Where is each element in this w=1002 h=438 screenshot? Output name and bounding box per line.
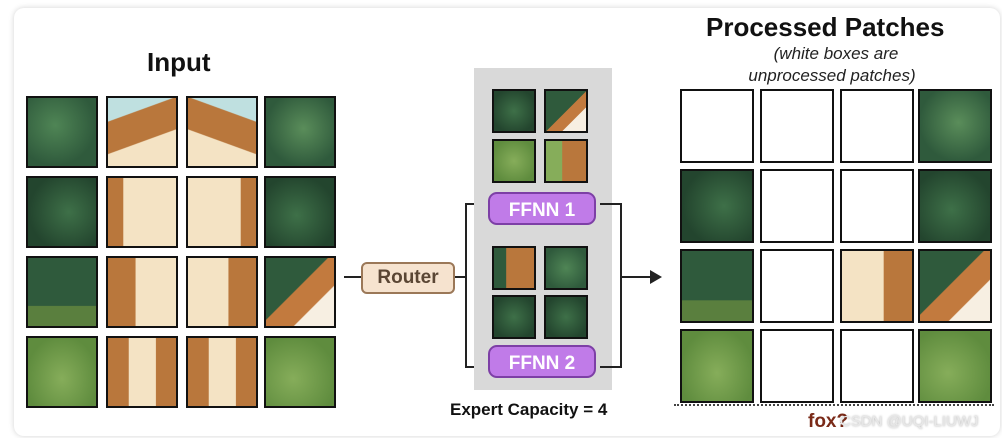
expert1-ffnn-box: FFNN 1 (488, 192, 596, 225)
output-patch-unprocessed (760, 169, 834, 243)
expert2-patch (492, 246, 536, 290)
input-patch (264, 176, 336, 248)
expert2-ffnn-box: FFNN 2 (488, 345, 596, 378)
dotted-underline (674, 404, 994, 406)
arrow-shaft (622, 276, 652, 278)
output-patch-processed (918, 249, 992, 323)
output-patch-processed (918, 169, 992, 243)
arrow-head (650, 270, 662, 284)
output-patch-unprocessed (760, 249, 834, 323)
expert1-patch (492, 139, 536, 183)
output-patch-processed (840, 249, 914, 323)
input-patch (106, 176, 178, 248)
output-patch-unprocessed (760, 329, 834, 403)
bracket-right-bottom (600, 366, 622, 368)
input-patch (186, 176, 258, 248)
output-patch-unprocessed (840, 329, 914, 403)
connector-line (455, 276, 465, 278)
input-patch (106, 96, 178, 168)
output-patch-processed (680, 329, 754, 403)
output-patch-processed (918, 89, 992, 163)
processed-note-line2: unprocessed patches) (748, 66, 916, 85)
bracket-right (620, 203, 622, 368)
input-patch (264, 96, 336, 168)
input-patch (26, 256, 98, 328)
input-patch (26, 176, 98, 248)
expert2-patch (544, 246, 588, 290)
input-patch (264, 256, 336, 328)
output-patch-unprocessed (840, 89, 914, 163)
output-patch-processed (680, 169, 754, 243)
input-patch (26, 336, 98, 408)
router-box: Router (361, 262, 455, 294)
input-patch (264, 336, 336, 408)
input-title: Input (147, 47, 211, 77)
processed-note-line1: (white boxes are (773, 44, 899, 63)
expert1-patch (492, 89, 536, 133)
watermark: CSDN @UQI-LIUWJ (840, 413, 979, 430)
output-patch-unprocessed (680, 89, 754, 163)
fox-label: fox? (808, 411, 849, 432)
expert-capacity-label: Expert Capacity = 4 (450, 400, 608, 419)
input-patch (186, 336, 258, 408)
connector-line (344, 276, 361, 278)
input-patch (186, 256, 258, 328)
processed-title: Processed Patches (706, 12, 945, 42)
input-patch (106, 336, 178, 408)
expert2-patch (492, 295, 536, 339)
input-patch (26, 96, 98, 168)
output-patch-processed (918, 329, 992, 403)
input-patch (186, 96, 258, 168)
bracket-left (465, 203, 467, 368)
output-patch-processed (680, 249, 754, 323)
expert1-patch (544, 139, 588, 183)
expert2-patch (544, 295, 588, 339)
input-patch (106, 256, 178, 328)
output-patch-unprocessed (840, 169, 914, 243)
expert1-patch (544, 89, 588, 133)
output-patch-unprocessed (760, 89, 834, 163)
bracket-right-top (600, 203, 622, 205)
